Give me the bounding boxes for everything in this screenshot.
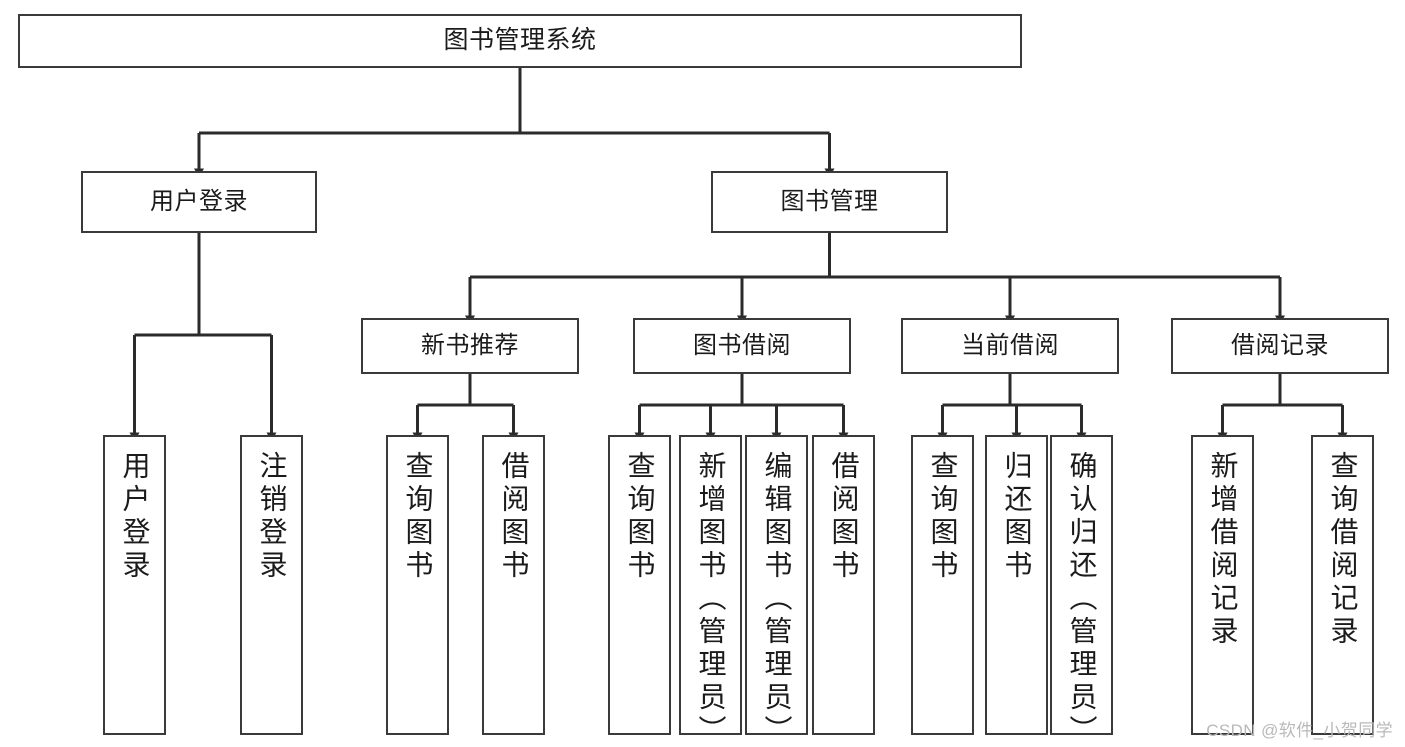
node-label: 当前借阅 bbox=[961, 331, 1059, 359]
node-label: 确认归还（管理员） bbox=[1066, 451, 1098, 747]
node-leaf-query-book-3[interactable]: 查询图书 bbox=[911, 435, 974, 735]
node-label: 用户登录 bbox=[150, 187, 248, 215]
node-leaf-logout[interactable]: 注销登录 bbox=[240, 435, 303, 735]
node-label: 用户登录 bbox=[119, 451, 151, 583]
node-label: 新增图书（管理员） bbox=[695, 451, 727, 747]
node-leaf-query-record[interactable]: 查询借阅记录 bbox=[1311, 435, 1374, 735]
node-borrow-record[interactable]: 借阅记录 bbox=[1171, 318, 1389, 374]
node-label: 查询借阅记录 bbox=[1327, 451, 1359, 649]
node-label: 查询图书 bbox=[927, 451, 959, 583]
node-leaf-borrow-book-1[interactable]: 借阅图书 bbox=[482, 435, 545, 735]
node-label: 图书借阅 bbox=[693, 331, 791, 359]
node-leaf-add-record[interactable]: 新增借阅记录 bbox=[1191, 435, 1254, 735]
node-leaf-query-book-1[interactable]: 查询图书 bbox=[386, 435, 449, 735]
watermark: CSDN @软件_小贺同学 bbox=[1206, 721, 1393, 740]
node-label: 图书管理 bbox=[780, 187, 879, 215]
node-label: 新增借阅记录 bbox=[1207, 451, 1239, 649]
node-label: 注销登录 bbox=[256, 451, 288, 583]
node-book-manage[interactable]: 图书管理 bbox=[711, 171, 948, 233]
node-label: 借阅图书 bbox=[828, 451, 860, 583]
node-label: 借阅记录 bbox=[1231, 331, 1329, 359]
node-leaf-confirm-return[interactable]: 确认归还（管理员） bbox=[1050, 435, 1113, 747]
node-leaf-add-book[interactable]: 新增图书（管理员） bbox=[679, 435, 742, 747]
node-label: 查询图书 bbox=[402, 451, 434, 583]
node-label: 新书推荐 bbox=[421, 331, 519, 359]
node-user-login[interactable]: 用户登录 bbox=[81, 171, 317, 233]
node-book-borrow[interactable]: 图书借阅 bbox=[633, 318, 851, 374]
node-leaf-query-book-2[interactable]: 查询图书 bbox=[608, 435, 671, 735]
node-label: 归还图书 bbox=[1001, 451, 1033, 583]
node-label: 图书管理系统 bbox=[443, 26, 597, 55]
node-root[interactable]: 图书管理系统 bbox=[18, 14, 1022, 68]
node-leaf-borrow-book-2[interactable]: 借阅图书 bbox=[812, 435, 875, 735]
node-current-borrow[interactable]: 当前借阅 bbox=[901, 318, 1119, 374]
node-label: 查询图书 bbox=[624, 451, 656, 583]
node-label: 编辑图书（管理员） bbox=[761, 451, 793, 747]
node-new-book-rec[interactable]: 新书推荐 bbox=[361, 318, 579, 374]
node-leaf-user-login[interactable]: 用户登录 bbox=[103, 435, 166, 735]
node-leaf-edit-book[interactable]: 编辑图书（管理员） bbox=[745, 435, 808, 747]
node-label: 借阅图书 bbox=[498, 451, 530, 583]
node-leaf-return-book[interactable]: 归还图书 bbox=[985, 435, 1048, 735]
edge-paths bbox=[129, 68, 1348, 442]
